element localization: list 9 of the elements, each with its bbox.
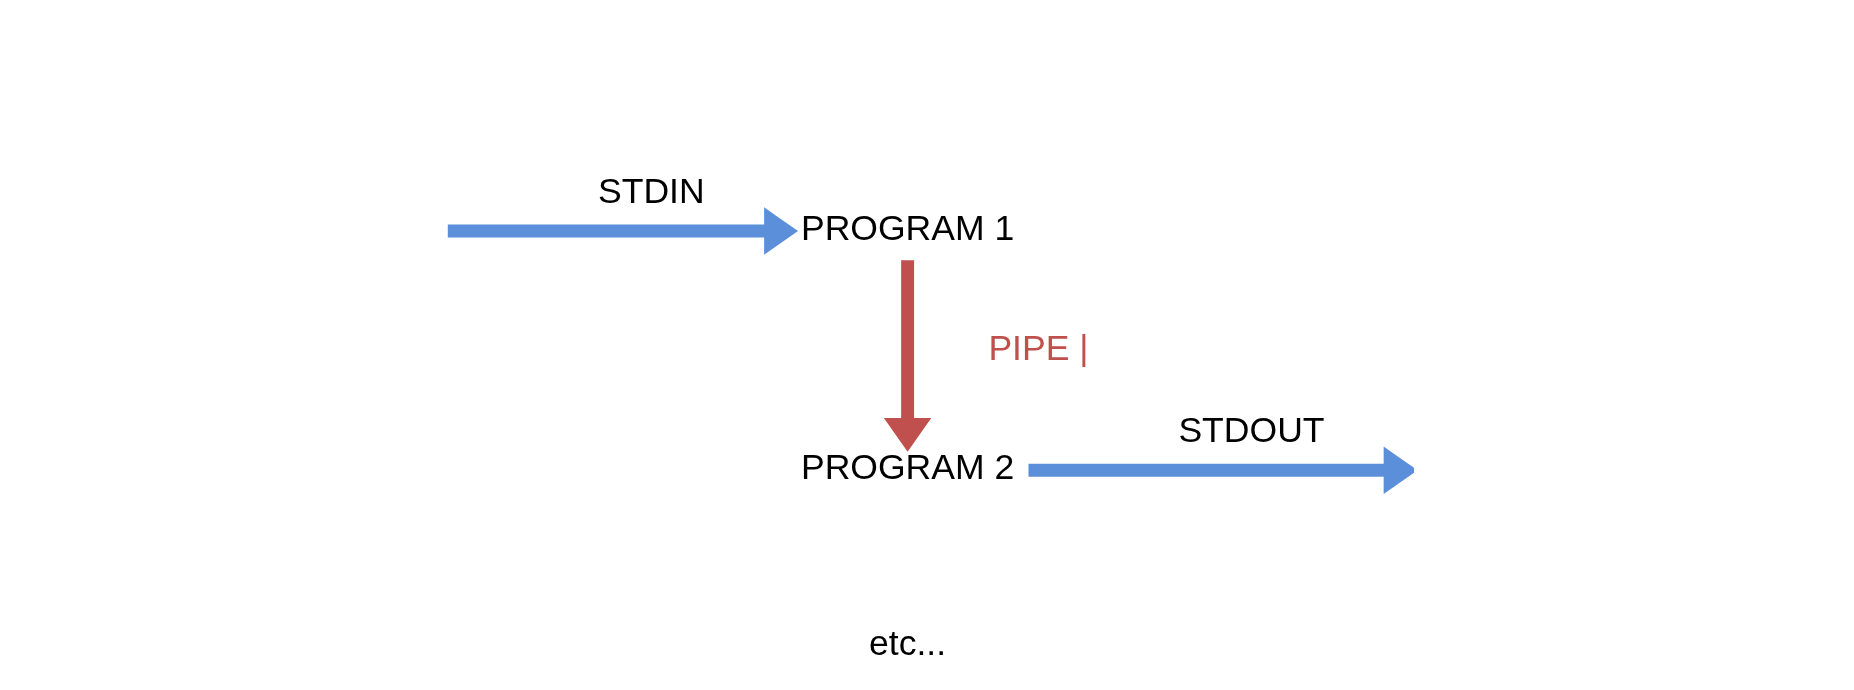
edge-label: PIPE |: [988, 327, 1089, 368]
arrow: [447, 207, 799, 255]
arrow: [1028, 446, 1414, 494]
node-text: PROGRAM 1: [800, 208, 1015, 249]
edge-label: STDIN: [598, 170, 705, 211]
edge-label: STDOUT: [1178, 410, 1325, 451]
node-text: PROGRAM 2: [800, 447, 1015, 488]
arrow: [883, 260, 932, 452]
label: etc...: [869, 623, 947, 664]
